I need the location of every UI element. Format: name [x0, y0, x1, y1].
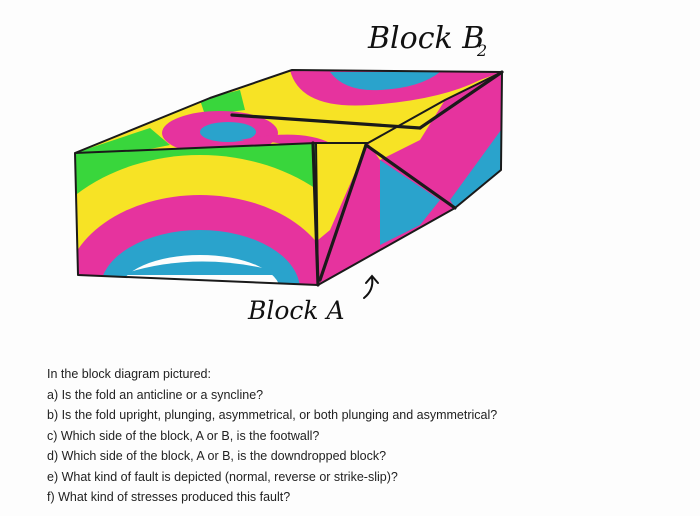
question-intro: In the block diagram pictured: [47, 367, 211, 381]
question-c: c) Which side of the block, A or B, is t… [47, 428, 320, 443]
arrow-up-icon [363, 274, 379, 299]
question-b: b) Is the fold upright, plunging, asymme… [47, 408, 498, 422]
label-block-b-subscript: 2 [476, 41, 487, 60]
question-f: f) What kind of stresses produced this f… [47, 490, 291, 504]
block-diagram: Block B 2 Block A [74, 21, 504, 325]
question-e: e) What kind of fault is depicted (norma… [47, 469, 398, 484]
question-d: d) Which side of the block, A or B, is t… [47, 449, 387, 463]
label-block-a: Block A [247, 296, 345, 325]
question-list: In the block diagram pictured: a) Is the… [47, 364, 687, 508]
front-face [75, 143, 318, 285]
fault-lines [230, 70, 504, 287]
label-block-b: Block B [367, 21, 484, 56]
question-a: a) Is the fold an anticline or a synclin… [47, 387, 264, 402]
